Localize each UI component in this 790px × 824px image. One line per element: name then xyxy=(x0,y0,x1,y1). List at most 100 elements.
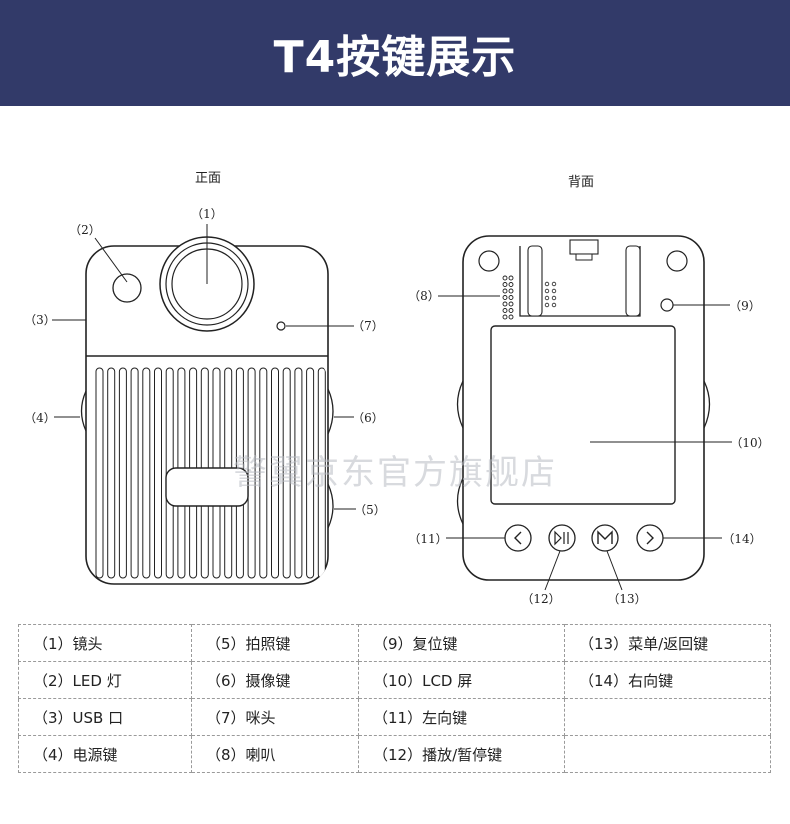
front-rib xyxy=(142,367,151,579)
callout-5: （5） xyxy=(354,503,386,517)
play-pause-button xyxy=(548,524,576,552)
device-diagram: 正面 （1） xyxy=(0,106,790,622)
callout-11: （11） xyxy=(408,532,447,546)
speaker-dot xyxy=(502,275,508,281)
callout-4: （4） xyxy=(24,411,56,425)
power-button-shape xyxy=(80,390,87,432)
clip-vent-dot xyxy=(551,281,557,287)
callout-13: （13） xyxy=(607,592,646,606)
speaker-dot xyxy=(502,295,508,300)
menu-m-icon xyxy=(597,530,613,544)
table-row: （1）镜头 （5）拍照键 （9）复位键 （13）菜单/返回键 xyxy=(18,624,771,662)
speaker-dot xyxy=(508,295,514,300)
callout-9: （9） xyxy=(729,299,761,313)
speaker-dot xyxy=(502,301,508,307)
front-rib xyxy=(294,367,303,579)
front-rib xyxy=(306,367,315,579)
table-row: （3）USB 口 （7）咪头 （11）左向键 xyxy=(18,698,771,736)
legend-cell: （7）咪头 xyxy=(191,698,359,736)
back-buttons xyxy=(504,524,664,552)
front-rib xyxy=(259,367,268,579)
legend-cell: （10）LCD 屏 xyxy=(358,661,565,699)
legend-cell: （5）拍照键 xyxy=(191,624,359,662)
watermark-text: 警翼京东官方旗舰店 xyxy=(233,453,557,493)
legend-cell xyxy=(564,698,771,736)
callout-1: （1） xyxy=(191,207,223,221)
legend-cell: （12）播放/暂停键 xyxy=(358,735,565,773)
front-rib xyxy=(107,367,116,579)
menu-button xyxy=(591,524,619,552)
legend-cell: （11）左向键 xyxy=(358,698,565,736)
speaker-dot xyxy=(502,288,508,294)
table-row: （4）电源键 （8）喇叭 （12）播放/暂停键 xyxy=(18,735,771,773)
back-view-label: 背面 xyxy=(568,175,594,190)
record-button-shape xyxy=(327,388,334,435)
back-left-side-button-top xyxy=(456,380,464,429)
back-hole-right xyxy=(666,250,688,272)
table-row: （2）LED 灯 （6）摄像键 （10）LCD 屏 （14）右向键 xyxy=(18,661,771,699)
speaker-dot xyxy=(508,301,514,307)
back-device xyxy=(456,235,711,581)
callout-13-line xyxy=(606,550,623,591)
front-label-plate xyxy=(165,467,249,507)
callout-6: （6） xyxy=(352,411,384,425)
clip-vent-dot xyxy=(551,295,557,301)
back-left-side-button-bottom xyxy=(456,477,464,525)
lcd-screen xyxy=(490,325,676,505)
speaker-dot xyxy=(508,275,514,281)
speaker-grill xyxy=(502,275,514,320)
legend-cell: （4）电源键 xyxy=(18,735,192,773)
legend-cell: （13）菜单/返回键 xyxy=(564,624,771,662)
front-rib xyxy=(154,367,162,579)
callout-2: （2） xyxy=(69,223,101,237)
clip-vent-dot xyxy=(544,302,550,308)
left-button xyxy=(504,524,532,552)
front-rib xyxy=(118,367,127,579)
callout-3: （3） xyxy=(24,313,56,327)
callout-12-line xyxy=(544,550,561,591)
microphone-hole xyxy=(276,321,286,331)
front-callouts: （1） （2） （3） （4） （6） （5） （7） xyxy=(24,207,386,517)
front-view-label: 正面 xyxy=(195,171,221,186)
callout-8: （8） xyxy=(408,289,440,303)
speaker-dot xyxy=(508,314,514,320)
title-banner: T4按键展示 xyxy=(0,0,790,106)
legend-cell: （2）LED 灯 xyxy=(18,661,192,699)
back-clip-left-rail xyxy=(527,245,543,317)
legend-cell xyxy=(564,735,771,773)
callout-2-line xyxy=(94,237,128,283)
photo-button-shape xyxy=(327,483,334,529)
device-diagram-svg: 正面 （1） xyxy=(24,171,769,606)
callout-12: （12） xyxy=(521,592,560,606)
speaker-dot xyxy=(508,282,514,287)
chevron-left-icon xyxy=(514,531,522,545)
reset-button xyxy=(660,298,674,312)
front-rib xyxy=(282,367,291,579)
back-clip-latch xyxy=(569,239,599,255)
clip-vent-dots xyxy=(544,281,557,308)
speaker-dot xyxy=(502,314,508,320)
speaker-dot xyxy=(508,308,514,313)
right-button xyxy=(636,524,664,552)
legend-cell: （9）复位键 xyxy=(358,624,565,662)
back-clip-right-rail xyxy=(625,245,641,317)
led-light xyxy=(112,273,142,303)
legend-cell: （6）摄像键 xyxy=(191,661,359,699)
clip-vent-dot xyxy=(544,281,550,287)
legend-cell: （14）右向键 xyxy=(564,661,771,699)
speaker-dot xyxy=(508,288,514,294)
button-legend-table: （1）镜头 （5）拍照键 （9）复位键 （13）菜单/返回键 （2）LED 灯 … xyxy=(18,624,771,773)
back-right-side-button xyxy=(703,380,711,429)
front-rib xyxy=(130,367,139,579)
front-rib xyxy=(271,367,279,579)
callout-7: （7） xyxy=(352,319,384,333)
front-rib xyxy=(95,367,104,579)
play-pause-icon xyxy=(554,530,562,546)
clip-vent-dot xyxy=(544,295,550,301)
speaker-dot xyxy=(502,282,508,287)
clip-vent-dot xyxy=(544,288,550,294)
speaker-dot xyxy=(502,308,508,313)
clip-vent-dot xyxy=(551,288,557,294)
back-callouts: （8） （9） （10） （11） （14） （12） （13） xyxy=(408,289,769,606)
callout-14: （14） xyxy=(722,532,761,546)
